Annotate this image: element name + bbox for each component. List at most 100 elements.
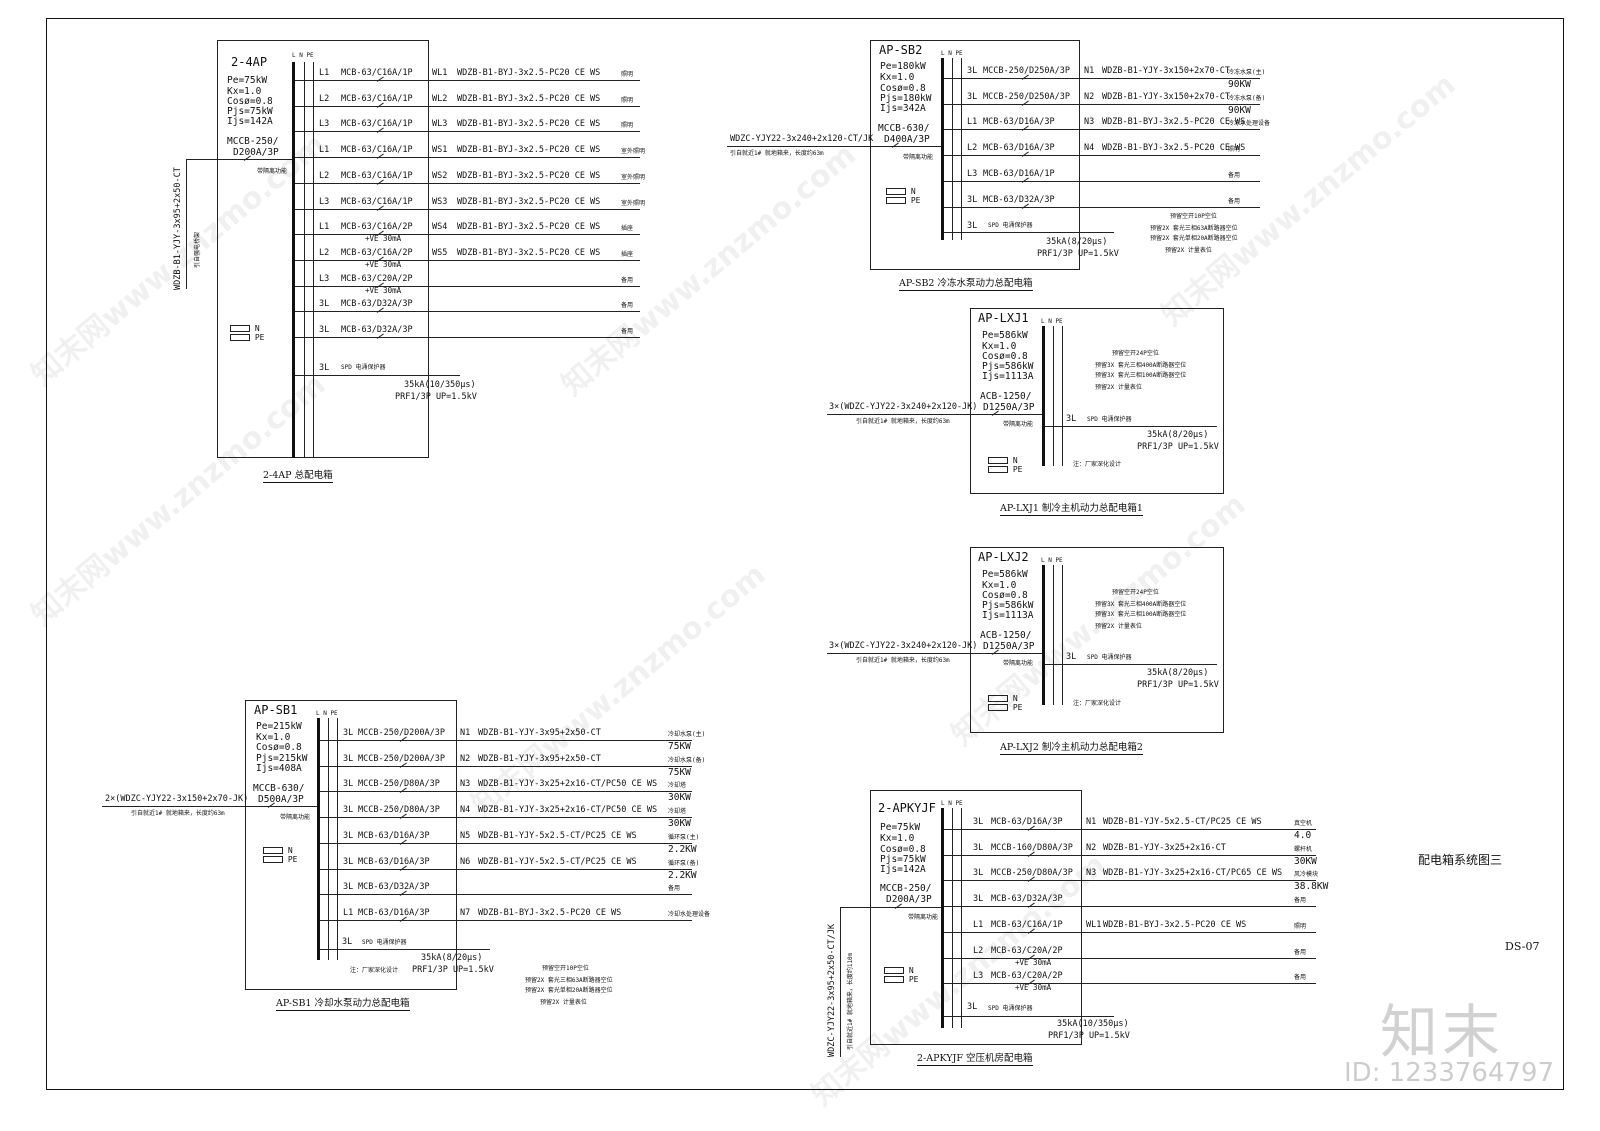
bus-labels: L N PE [941,800,963,807]
circuit-phase: L2 [967,143,978,154]
pe-label: PE [908,975,919,984]
busbar-n [1053,326,1054,466]
circuit-load: 备用 [1228,197,1241,205]
circuit-line [320,740,692,741]
circuit-number: WL1 [432,68,448,78]
circuit-cable: WDZB-B1-YJY-3x150+2x70-CT [1102,91,1230,102]
circuit-phase: 3L [319,299,330,310]
circuit-phase: 3L [343,753,354,764]
circuit-cable: WDZB-B1-BYJ-3x2.5-PC20 CE WS [457,145,601,156]
param: Kx=1.0 [982,580,1017,591]
circuit-rcd: +VE 30mA [1015,983,1052,993]
isolate-note: 带隔离功能 [903,154,934,161]
pe-label: PE [1012,465,1023,474]
spd-line [944,232,1114,233]
note: 预留2X 计量表位 [1095,623,1142,630]
circuit-load: 备用 [621,302,634,310]
main-breaker: MCCB-250/ [227,136,279,147]
circuit-phase: 3L [343,856,354,867]
note: 预留2X 计量表位 [1095,384,1142,391]
feeder-cable: 3×(WDZC-YJY22-3x240+2x120-JK) [829,641,978,651]
circuit-power: 38.8KW [1294,881,1329,893]
circuit-phase: 3L [967,194,978,205]
circuit-power: 30KW [1294,855,1317,867]
isolate-note: 带隔离功能 [1003,660,1034,667]
busbar-pe [1062,565,1063,705]
n-label: N [254,324,260,333]
circuit-line [944,103,1260,105]
panel-2-4ap-box [217,40,429,458]
circuit-phase: L1 [319,68,330,78]
circuit-cable: WDZB-B1-BYJ-3x2.5-PC20 CE WS [478,907,622,918]
panel-ap-lxj1-box [970,308,1224,494]
circuit-breaker: MCB-63/C16A/1P [991,919,1063,930]
spd-label: SPD 电涌保护器 [362,939,407,946]
spd-label: SPD 电涌保护器 [988,1005,1033,1012]
circuit-load: 冷冻水泵(备) [1228,94,1266,102]
circuit-line [295,80,640,81]
panel-name: AP-SB2 [879,43,923,57]
circuit-cable: WDZB-B1-YJY-5x2.5-CT/PC25 CE WS [478,856,637,867]
circuit-load: 照明 [621,71,634,78]
circuit-phase: 3L [343,805,354,816]
circuit-breaker: MCB-63/D16A/3P [358,907,430,918]
circuit-phase: 3L [967,91,978,102]
incoming-riser [840,907,841,1057]
incoming-line [840,907,943,908]
circuit-cable: WDZB-B1-BYJ-3x2.5-PC20 CE WS [457,247,601,258]
circuit-number: N3 [1084,117,1095,128]
circuit-number: WL2 [432,93,448,104]
note: 预留2X 套光三相63A断路器空位 [525,977,613,984]
circuit-line [320,894,692,896]
n-terminal: N [988,456,1018,465]
circuit-line [944,957,1316,959]
spd-label: SPD 电涌保护器 [341,364,386,371]
param: Ijs=342A [880,103,926,114]
main-breaker: MCCB-630/ [878,123,930,134]
note: 预留3X 套光三相400A断路器空位 [1095,362,1187,369]
sheet-number: DS-07 [1505,940,1540,953]
spd-rating: 35kA(8/20μs) [1147,430,1209,440]
feeder-note: 引自就近1# 就地箱来，长度约110m [847,952,854,1050]
circuit-breaker: MCB-63/D16A/3P [983,143,1055,154]
note: 预留3X 套光三相400A断路器空位 [1095,601,1187,608]
busbar-pe [961,58,962,240]
circuit-breaker: MCB-63/C16A/1P [341,196,413,207]
circuit-line [320,842,692,844]
busbar-n [1053,565,1054,705]
busbar-n [952,808,953,1028]
note: 预留2X 套光单相20A断路器空位 [525,987,613,994]
param: Ijs=142A [880,864,926,875]
circuit-phase: L1 [319,145,330,156]
circuit-line [295,208,640,210]
circuit-load: 循环泵(备) [668,859,700,867]
isolate-note: 带隔离功能 [280,814,311,821]
note: 预留2X 套光三相63A断路器空位 [1150,225,1238,232]
n-label: N [1012,694,1018,703]
circuit-cable: WDZB-B1-BYJ-3x2.5-PC20 CE WS [1103,919,1247,930]
circuit-line [944,983,1316,985]
circuit-cable: WDZB-B1-YJY-5x2.5-CT/PC25 CE WS [478,830,637,841]
circuit-line [295,234,640,236]
param: Ijs=1113A [982,371,1034,382]
bus-labels: L N PE [1041,557,1063,564]
incoming-line [727,146,943,147]
panel-caption: 2-4AP 总配电箱 [263,467,333,483]
pe-terminal: PE [988,703,1022,712]
circuit-line [944,129,1260,131]
circuit-cable: WDZB-B1-YJY-3x25+2x16-CT/PC50 CE WS [478,805,658,816]
circuit-breaker: MCB-63/C20A/2P [341,273,413,284]
param: Ijs=142A [227,116,273,127]
n-terminal: N [988,694,1018,703]
circuit-breaker: MCB-63/C16A/1P [341,68,413,78]
panel-name: AP-LXJ1 [978,311,1029,325]
param: Cosø=0.8 [880,844,926,855]
circuit-breaker: MCB-63/C20A/2P [991,971,1063,982]
factory-note: 注：厂家深化设计 [350,967,399,974]
drawing-border [46,18,1564,1090]
circuit-cable: WDZB-B1-BYJ-3x2.5-PC20 CE WS [1102,117,1246,128]
feeder-note: 引自就近1# 就地箱来，长度约63m [856,657,950,664]
incoming-line [827,414,1043,415]
incoming-line [186,159,294,160]
